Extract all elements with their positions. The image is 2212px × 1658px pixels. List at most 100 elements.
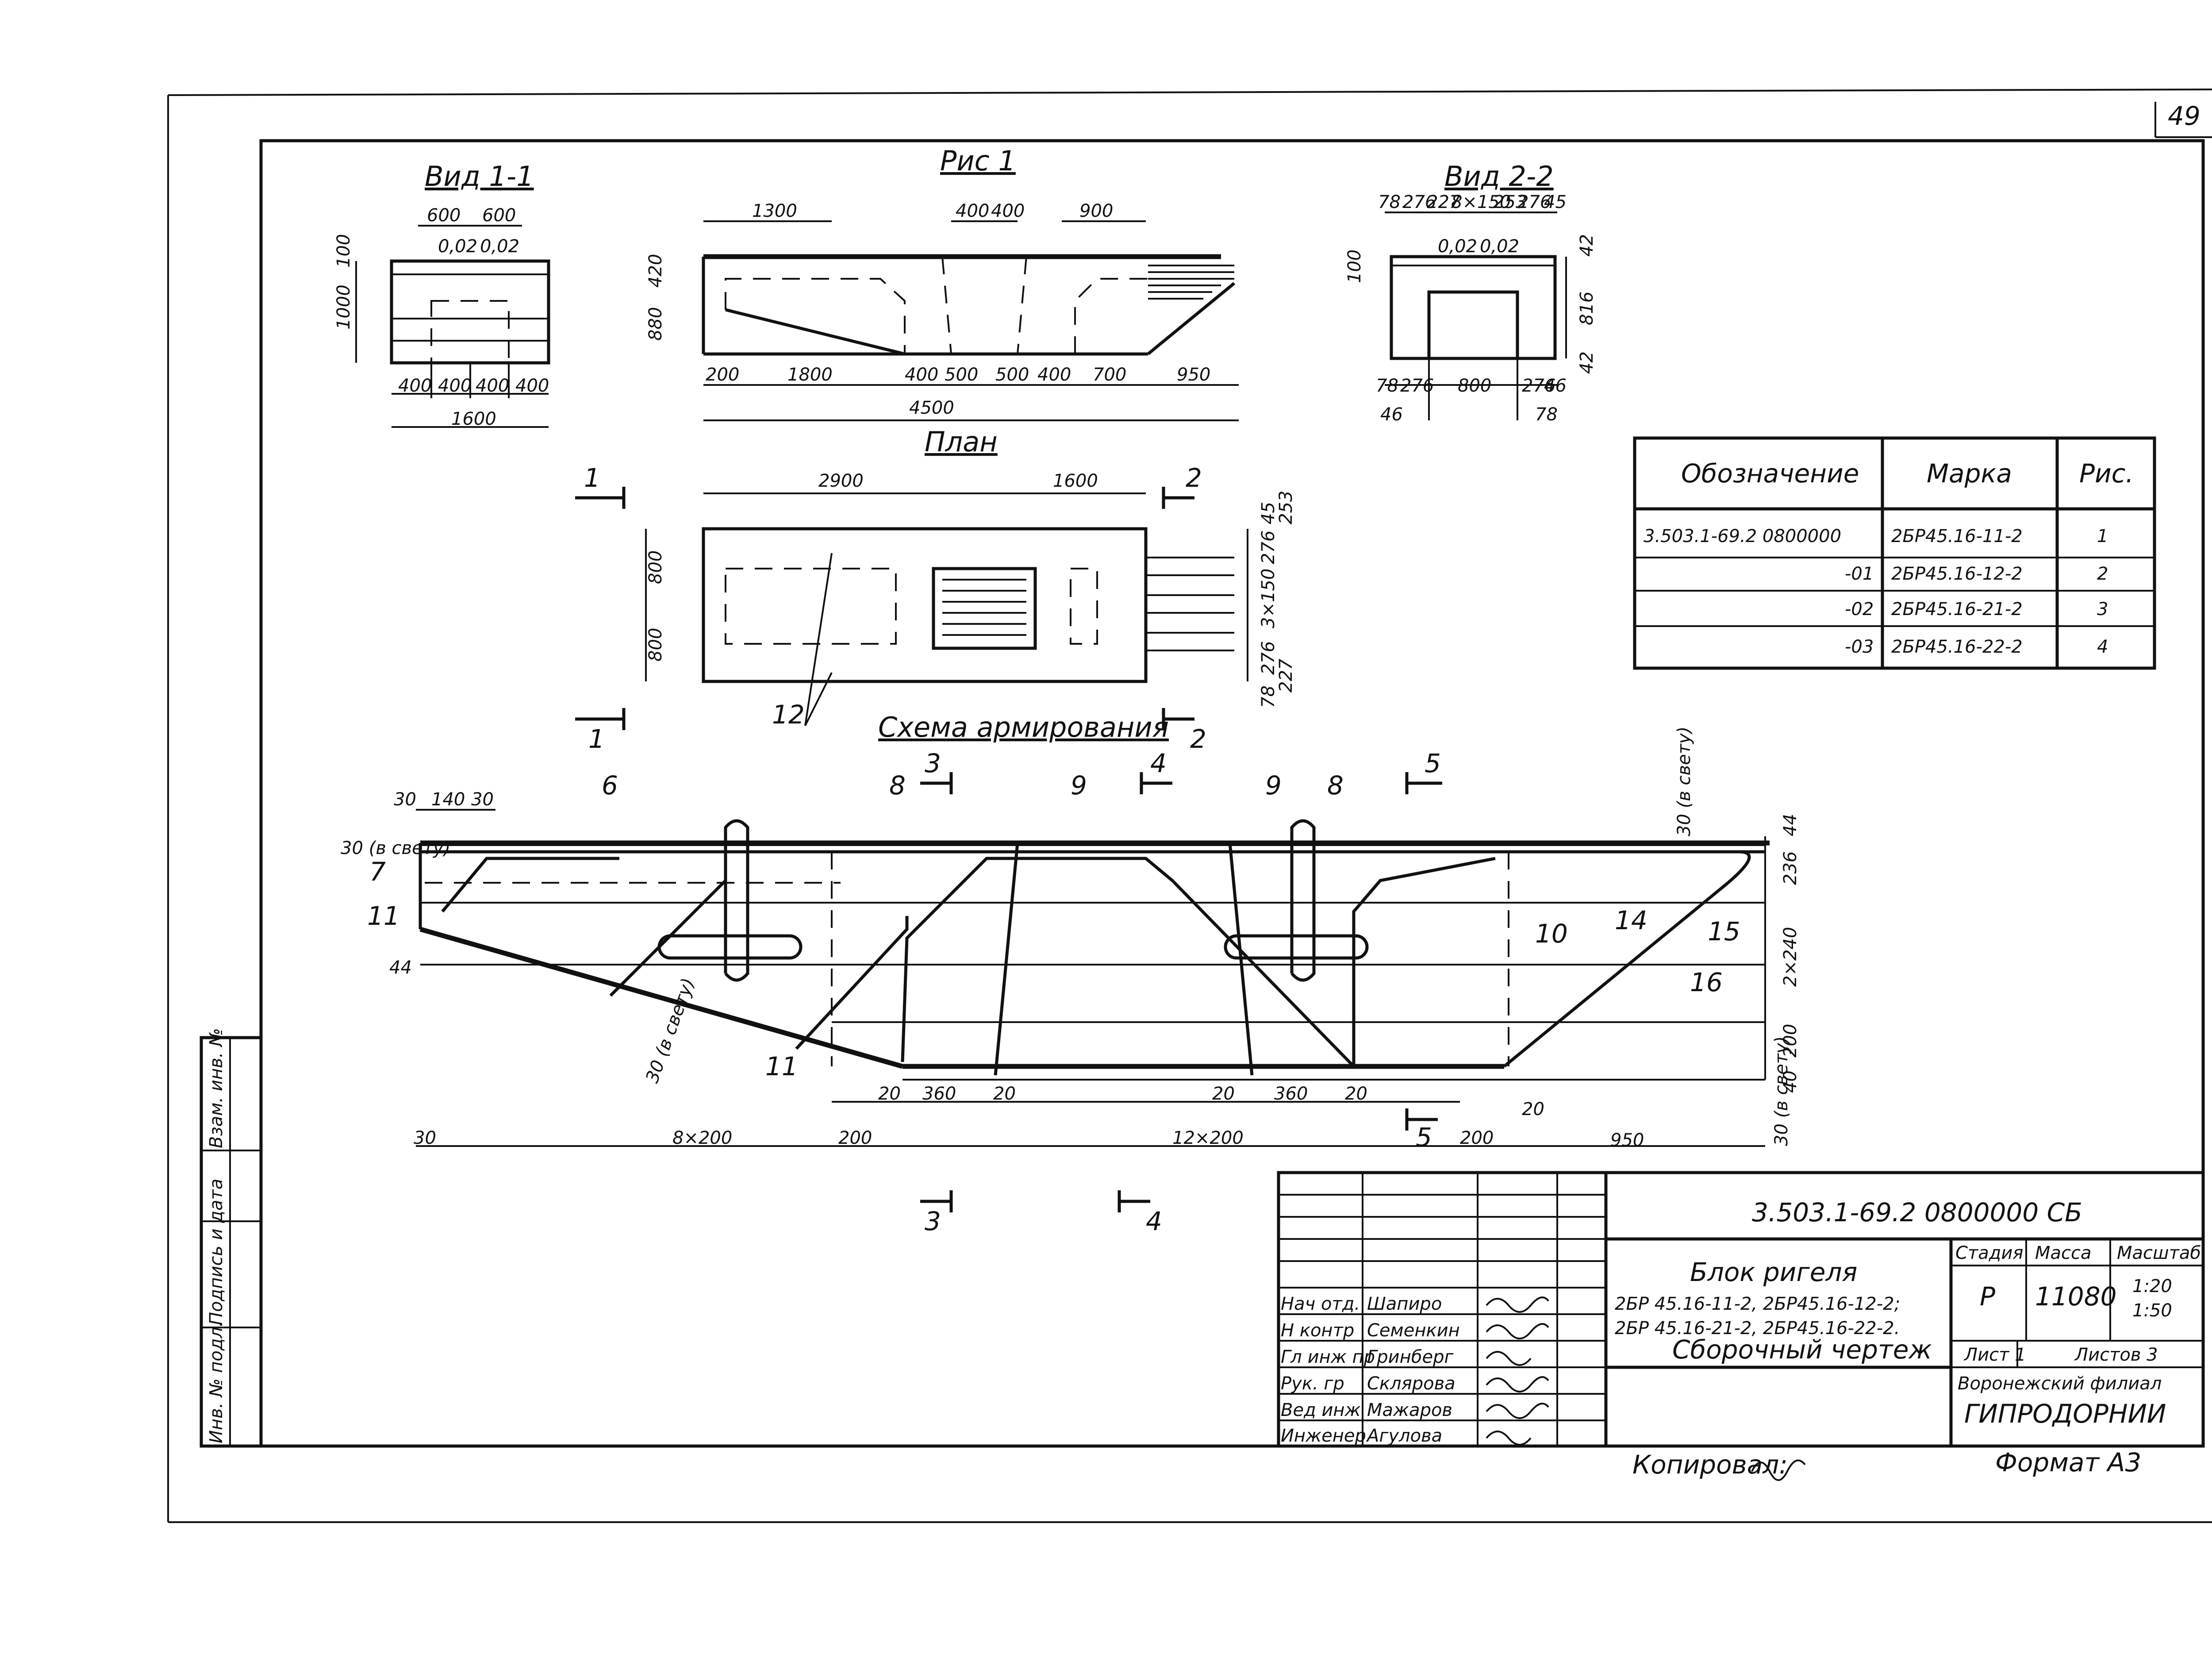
reinf-note: 30 (в свету)	[1674, 727, 1694, 836]
plan-dim: 45	[1258, 502, 1279, 524]
view-2-2-dim: 78	[1535, 404, 1558, 425]
spec-header: Обозначение	[1681, 458, 1859, 489]
view-2-2-dim: 8×150	[1451, 192, 1511, 212]
plan-callout: 12	[772, 700, 805, 730]
reinf-dim: 950	[1610, 1130, 1644, 1150]
reinf-dim: 30	[394, 789, 416, 810]
staff-name: Гринберг	[1367, 1347, 1454, 1367]
spec-cell: 2	[2097, 564, 2108, 584]
title-sheet: Лист 1	[1963, 1345, 2026, 1365]
reinf-callout: 14	[1615, 905, 1647, 935]
reinf-callout: 11	[367, 901, 400, 931]
reinf-dim: 40	[1780, 1070, 1801, 1093]
side-stamp-sign: Подпись и дата	[206, 1179, 227, 1325]
title-scale: 1:50	[2132, 1300, 2172, 1321]
sheet-frame	[167, 88, 2212, 1523]
title-code: 3.503.1-69.2 0800000 СБ	[1752, 1197, 2082, 1227]
spec-cell: 3.503.1-69.2 0800000	[1644, 526, 1841, 546]
plan-dim: 800	[645, 628, 666, 662]
plan-section-mark: 2	[1190, 724, 1206, 754]
figure-1-dim: 420	[645, 254, 666, 288]
view-1-1-dim: 600	[427, 205, 461, 226]
figure-1-dim: 500	[995, 365, 1029, 385]
view-2-2-dim: 276	[1402, 192, 1436, 212]
reinf-dim: 20	[993, 1084, 1016, 1104]
title-name: 2БР 45.16-11-2, 2БР45.16-12-2;	[1615, 1294, 1900, 1314]
view-2-2-dim: 45	[1544, 192, 1567, 212]
view-2-2-dim: 816	[1577, 292, 1597, 325]
reinf-callout: 15	[1708, 916, 1740, 946]
reinf-dim: 200	[1780, 1024, 1801, 1058]
reinf-cut-mark: 4	[1150, 748, 1167, 778]
reinf-note: 30 (в свету)	[1771, 1036, 1792, 1146]
view-1-1-mark: 0,02	[438, 236, 477, 257]
reinf-cut-mark: 5	[1425, 748, 1441, 778]
view-2-2-dim: 276	[1522, 376, 1555, 396]
plan-dim: 276	[1258, 641, 1279, 675]
figure-1-dim: 400	[991, 201, 1025, 221]
view-1-1-mark: 0,02	[480, 236, 519, 257]
plan-dim: 800	[645, 550, 666, 584]
plan-section-mark: 2	[1186, 463, 1202, 493]
title-name: 2БР 45.16-21-2, 2БР45.16-22-2.	[1615, 1318, 1900, 1339]
figure-1-dim: 400	[1037, 365, 1071, 385]
reinf-cut-mark: 4	[1146, 1206, 1162, 1236]
reinf-dim: 2×240	[1780, 927, 1801, 987]
view-2-2-mark: 0,02	[1438, 236, 1477, 257]
staff-name: Агулова	[1366, 1426, 1442, 1446]
plan-dim: 78	[1258, 685, 1279, 708]
title-stage-label: Стадия	[1955, 1243, 2023, 1263]
title-mass-label: Масса	[2035, 1243, 2092, 1263]
reinf-callout: 10	[1535, 919, 1568, 949]
staff-role: Н контр	[1281, 1320, 1354, 1341]
view-1-1	[355, 225, 550, 428]
reinf-dim: 8×200	[672, 1128, 732, 1148]
staff-role: Гл инж пр	[1281, 1347, 1375, 1367]
title-name: Блок ригеля	[1690, 1257, 1857, 1287]
title-block	[1277, 1171, 2205, 1448]
plan-dim: 1600	[1053, 471, 1098, 491]
staff-role: Нач отд.	[1281, 1294, 1360, 1314]
spec-cell: 3	[2097, 599, 2108, 619]
reinf-callout: 9	[1071, 770, 1087, 800]
view-1-1-total: 1600	[451, 409, 496, 429]
view-2-2-dim: 46	[1380, 404, 1403, 425]
view-2-2	[1385, 212, 1567, 420]
figure-1-title: Рис 1	[940, 145, 1016, 177]
view-1-1-dim: 600	[482, 205, 516, 226]
spec-cell: -02	[1845, 599, 1874, 619]
reinf-title: Схема армирования	[878, 711, 1169, 743]
spec-header: Рис.	[2079, 458, 2134, 489]
copied-by: Копировал:	[1632, 1450, 1788, 1480]
staff-role: Инженер	[1281, 1426, 1366, 1446]
plan-dim: 253	[1276, 491, 1296, 524]
plan-dim: 2900	[818, 471, 864, 491]
reinf-dim: 140	[431, 789, 465, 810]
plan-title: План	[925, 426, 998, 458]
view-2-2-dim: 42	[1577, 351, 1597, 374]
reinf-dim: 200	[838, 1128, 872, 1148]
view-2-2-dim: 253	[1493, 192, 1527, 212]
reinf-dim: 44	[389, 958, 412, 978]
reinf-callout: 11	[765, 1051, 798, 1081]
reinf-cut-mark: 3	[925, 1206, 941, 1236]
reinf-note: 30 (в свету)	[341, 838, 450, 858]
spec-cell: 2БР45.16-11-2	[1891, 526, 2023, 546]
side-stamp-replace: Взам. инв. №	[206, 1028, 227, 1148]
figure-1-dim: 700	[1093, 365, 1126, 385]
figure-1-dim: 950	[1177, 365, 1210, 385]
reinf-dim: 20	[1345, 1084, 1367, 1104]
view-2-2-dim: 276	[1400, 376, 1434, 396]
spec-cell: 2БР45.16-12-2	[1891, 564, 2023, 584]
reinf-callout: 16	[1690, 967, 1723, 997]
staff-name: Шапиро	[1367, 1294, 1442, 1314]
spec-cell: -03	[1845, 637, 1874, 657]
view-1-1-title: Вид 1-1	[425, 160, 534, 192]
view-2-2-dim: 78	[1378, 192, 1401, 212]
title-name: Сборочный чертеж	[1672, 1335, 1932, 1365]
view-2-2-dim: 100	[1344, 250, 1365, 283]
figure-1-dim: 400	[905, 365, 938, 385]
title-scale-label: Масштаб	[2117, 1243, 2201, 1263]
view-1-1-dim: 100	[334, 234, 354, 268]
